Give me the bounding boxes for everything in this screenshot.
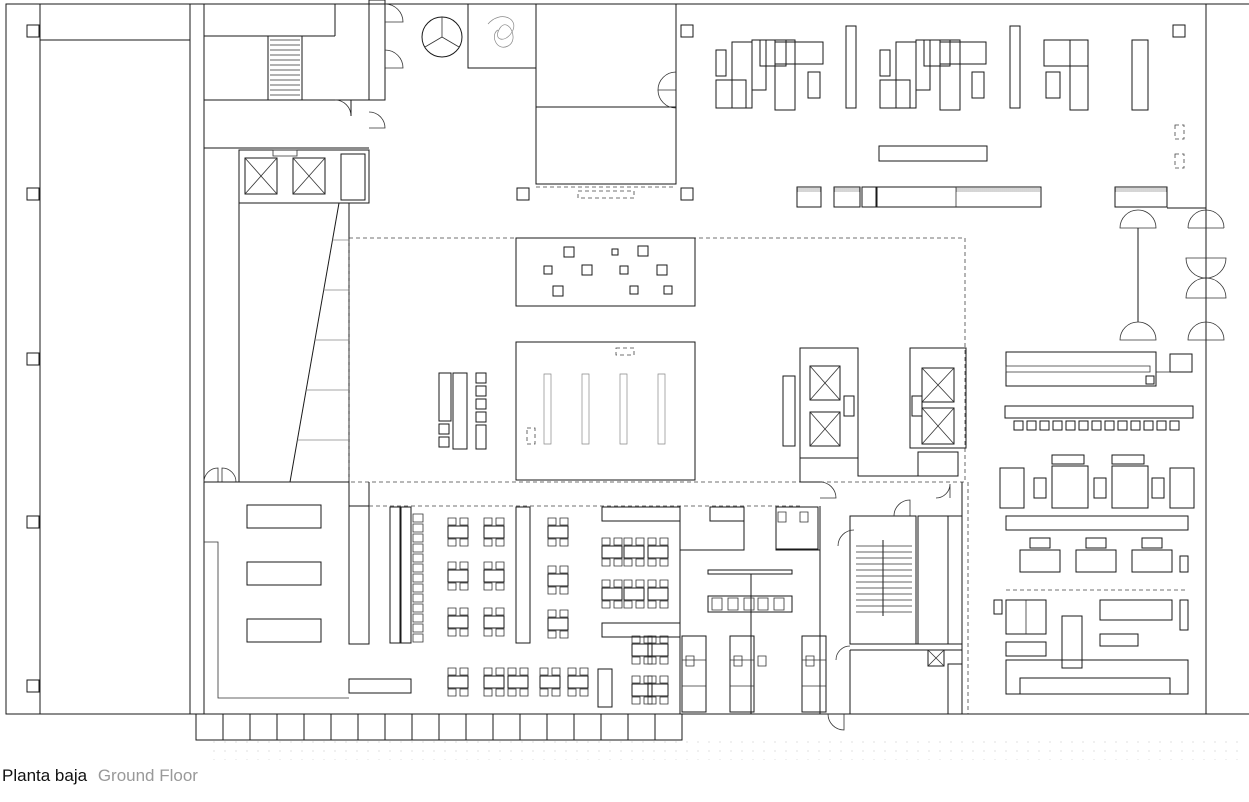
cafe-table bbox=[632, 684, 652, 696]
desk bbox=[1132, 40, 1148, 110]
cafe-table bbox=[548, 618, 568, 630]
desk bbox=[775, 42, 823, 64]
cafe-table bbox=[648, 588, 668, 600]
caption-english: Ground Floor bbox=[97, 766, 198, 785]
columns bbox=[27, 25, 1185, 692]
cafe-table bbox=[602, 588, 622, 600]
desk bbox=[775, 40, 795, 110]
cafe-table bbox=[448, 676, 468, 688]
cafe-table bbox=[484, 526, 504, 538]
desk bbox=[924, 40, 950, 66]
cafe-table bbox=[548, 574, 568, 586]
desk bbox=[1070, 40, 1088, 110]
small-table bbox=[564, 247, 574, 257]
elevators-central bbox=[800, 348, 966, 482]
desk bbox=[760, 40, 786, 66]
small-table bbox=[657, 265, 667, 275]
south-canopy bbox=[196, 714, 682, 740]
cafe-table bbox=[484, 616, 504, 628]
cafe-table bbox=[448, 526, 468, 538]
cafe-tables[interactable] bbox=[448, 518, 668, 704]
cafe-table bbox=[508, 676, 528, 688]
small-table bbox=[664, 286, 672, 294]
desk bbox=[972, 72, 984, 98]
exterior-walls bbox=[6, 4, 1249, 714]
cafe-table bbox=[484, 570, 504, 582]
cafe-table bbox=[602, 546, 622, 558]
north-stair-core bbox=[204, 0, 403, 148]
east-doors[interactable] bbox=[1120, 208, 1226, 340]
desk bbox=[716, 80, 746, 108]
cafe-table bbox=[540, 676, 560, 688]
cafe-table bbox=[448, 570, 468, 582]
desk bbox=[732, 42, 752, 108]
desk bbox=[1044, 40, 1088, 66]
cafe-table bbox=[648, 546, 668, 558]
small-table bbox=[544, 266, 552, 274]
cafe-table bbox=[632, 644, 652, 656]
desk bbox=[940, 42, 986, 64]
cafe-table bbox=[624, 546, 644, 558]
desk bbox=[1010, 26, 1020, 108]
desk bbox=[1046, 72, 1060, 98]
desk bbox=[880, 50, 890, 76]
small-table bbox=[582, 265, 592, 275]
elevators-north bbox=[239, 150, 369, 203]
south-stair bbox=[836, 482, 968, 714]
plan-caption: Planta baja Ground Floor bbox=[2, 766, 198, 786]
west-ramp bbox=[204, 203, 349, 482]
floor-plan bbox=[0, 0, 1249, 760]
desk bbox=[752, 40, 766, 90]
small-table bbox=[638, 246, 648, 256]
desk bbox=[808, 72, 820, 98]
cafe-table bbox=[548, 526, 568, 538]
desk bbox=[916, 40, 930, 90]
cafe-table bbox=[568, 676, 588, 688]
desk bbox=[846, 26, 856, 108]
cafe-table bbox=[648, 644, 668, 656]
central-hall bbox=[349, 238, 965, 482]
small-table bbox=[612, 249, 618, 255]
desk bbox=[896, 42, 916, 108]
office-desks-north[interactable] bbox=[716, 26, 1148, 110]
caption-spanish: Planta baja bbox=[2, 766, 88, 785]
small-table bbox=[620, 266, 628, 274]
desk bbox=[716, 50, 726, 76]
desk bbox=[940, 40, 960, 110]
desk bbox=[880, 80, 910, 108]
east-offices[interactable] bbox=[994, 352, 1194, 694]
cafe-counters bbox=[390, 506, 680, 714]
cafe-table bbox=[448, 616, 468, 628]
site-dots bbox=[213, 741, 1238, 760]
small-table bbox=[630, 286, 638, 294]
restrooms bbox=[680, 482, 844, 730]
entry-vestibule bbox=[422, 4, 676, 198]
office-counter-north bbox=[797, 125, 1184, 207]
cafe-table bbox=[484, 676, 504, 688]
cafe-table bbox=[648, 684, 668, 696]
small-table bbox=[553, 286, 563, 296]
south-west-room bbox=[204, 482, 800, 698]
cafe-table bbox=[624, 588, 644, 600]
